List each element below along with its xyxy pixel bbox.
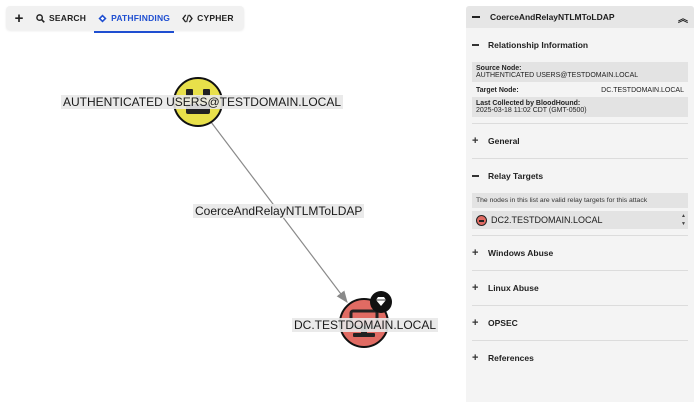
source-node-info-label: Source Node: [476,65,522,72]
tab-pathfinding-label: PATHFINDING [111,13,171,23]
section-general: + General [472,124,688,159]
top-toolbar: + SEARCH PATHFINDING CYPHER [6,6,244,33]
section-references-header[interactable]: + References [472,341,688,375]
code-brackets-icon [182,13,193,23]
collapse-icon [472,170,488,182]
section-opsec: + OPSEC [472,306,688,341]
pathfinding-diamond-icon [98,13,107,23]
target-node-info-value: DC.TESTDOMAIN.LOCAL [601,87,684,94]
tab-search[interactable]: SEARCH [30,6,92,30]
panel-title: CoerceAndRelayNTLMToLDAP [490,12,615,22]
section-title: OPSEC [488,318,518,328]
last-collected-info: Last Collected by BloodHound: 2025-03-18… [472,97,688,117]
target-node-info: Target Node: DC.TESTDOMAIN.LOCAL [472,84,688,97]
section-windows-abuse: + Windows Abuse [472,236,688,271]
computer-icon [476,214,487,226]
tab-cypher-label: CYPHER [197,13,234,23]
section-title: Linux Abuse [488,283,539,293]
target-node-label: DC.TESTDOMAIN.LOCAL [292,318,439,332]
section-relationship-information-header[interactable]: Relationship Information [472,28,688,62]
tab-cypher[interactable]: CYPHER [176,6,240,30]
section-title: References [488,353,534,363]
relay-targets-note: The nodes in this list are valid relay t… [472,193,688,208]
expand-icon: + [472,352,479,364]
section-linux-abuse-header[interactable]: + Linux Abuse [472,271,688,305]
expand-icon: + [472,317,479,329]
section-general-header[interactable]: + General [472,124,688,158]
graph-canvas[interactable]: AUTHENTICATED USERS@TESTDOMAIN.LOCAL Coe… [0,34,455,402]
section-opsec-header[interactable]: + OPSEC [472,306,688,340]
section-relationship-information: Relationship Information Source Node: AU… [472,28,688,124]
collapse-icon [472,39,488,51]
tab-search-label: SEARCH [49,13,87,23]
section-windows-abuse-header[interactable]: + Windows Abuse [472,236,688,270]
edge-info-panel: CoerceAndRelayNTLMToLDAP ︽ Relationship … [466,6,694,402]
add-button[interactable]: + [14,9,24,27]
target-node-info-label: Target Node: [476,87,519,94]
collapse-chevrons-icon[interactable]: ︽ [678,13,688,25]
relay-target-label: DC2.TESTDOMAIN.LOCAL [491,215,603,225]
section-references: + References [472,341,688,375]
panel-header: CoerceAndRelayNTLMToLDAP ︽ [466,6,694,28]
edge-label: CoerceAndRelayNTLMToLDAP [193,204,365,218]
section-title: General [488,136,520,146]
last-collected-value: 2025-03-18 11:02 CDT (GMT-0500) [476,107,587,114]
section-relay-targets-header[interactable]: Relay Targets [472,159,688,193]
source-node-info-value: AUTHENTICATED USERS@TESTDOMAIN.LOCAL [476,72,639,79]
relay-target-item[interactable]: DC2.TESTDOMAIN.LOCAL ▲▼ [472,211,688,229]
gem-icon [370,291,392,313]
last-collected-label: Last Collected by BloodHound: [476,100,581,107]
section-relay-targets: Relay Targets The nodes in this list are… [472,159,688,236]
minus-icon[interactable] [472,16,480,18]
expand-icon: + [472,282,479,294]
source-node-label: AUTHENTICATED USERS@TESTDOMAIN.LOCAL [61,95,343,109]
search-icon [36,13,45,23]
section-linux-abuse: + Linux Abuse [472,271,688,306]
section-title: Windows Abuse [488,248,554,258]
tab-pathfinding[interactable]: PATHFINDING [92,6,176,33]
expand-icon: + [472,247,479,259]
section-title: Relay Targets [488,171,544,181]
expand-icon: + [472,135,479,147]
list-scroll-arrows[interactable]: ▲▼ [681,213,686,227]
source-node-info: Source Node: AUTHENTICATED USERS@TESTDOM… [472,62,688,82]
section-title: Relationship Information [488,40,589,50]
